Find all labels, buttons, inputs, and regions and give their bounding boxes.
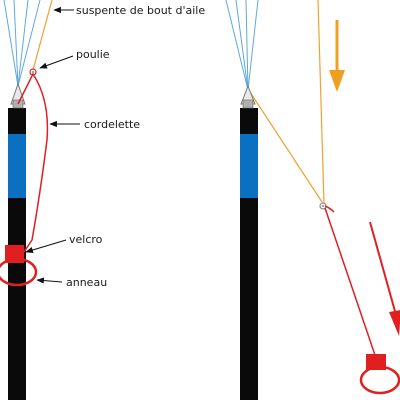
label-suspente: suspente de bout d'aile — [76, 4, 205, 17]
label-arrows — [25, 6, 80, 284]
pulley-icon — [29, 68, 37, 76]
right-assembly — [225, 0, 400, 400]
left-ring — [0, 257, 38, 287]
label-poulie: poulie — [76, 48, 110, 61]
right-riser-band — [240, 134, 258, 198]
arrow-down-icon — [329, 20, 345, 92]
left-assembly — [0, 0, 53, 400]
right-ring — [359, 365, 400, 395]
right-wingtip-line-return — [249, 91, 323, 203]
left-cordelette — [17, 72, 49, 253]
right-suspension-lines — [225, 0, 259, 91]
left-suspension-lines — [3, 0, 41, 87]
left-wingtip-line — [32, 0, 53, 71]
arrow-down-icon — [369, 221, 400, 336]
left-riser-band — [8, 134, 26, 198]
right-cordelette — [324, 207, 377, 359]
label-anneau: anneau — [66, 276, 107, 289]
label-velcro: velcro — [69, 233, 103, 246]
right-wingtip-line — [317, 0, 325, 205]
label-cordelette: cordelette — [84, 118, 140, 131]
